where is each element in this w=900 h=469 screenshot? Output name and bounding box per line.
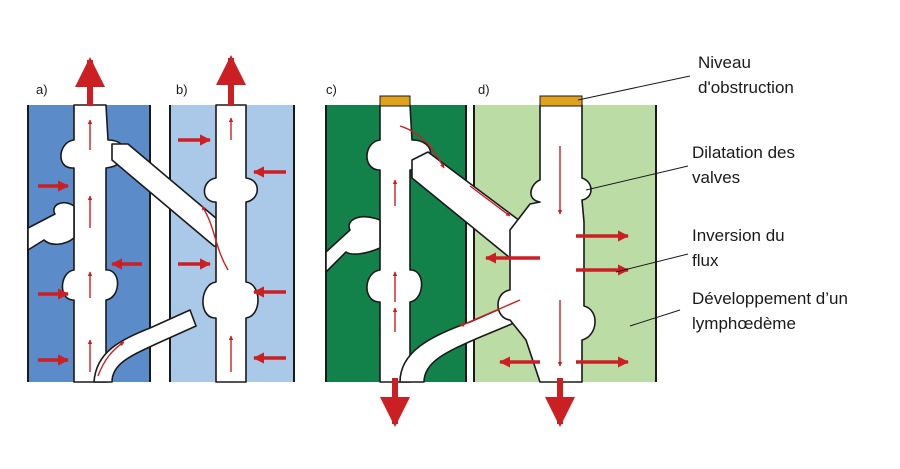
annotation-obstruction-line1: Niveau bbox=[698, 53, 751, 72]
annotation-lymphedema-line2: lymphœdème bbox=[692, 314, 796, 333]
annotation-reflux-line2: flux bbox=[692, 251, 719, 270]
annotation-lymphedema-line1: Développement d’un bbox=[692, 289, 848, 308]
obstruction-bar-c bbox=[380, 96, 410, 106]
obstruction-bar-d bbox=[540, 96, 582, 106]
panel-label-b: b) bbox=[176, 82, 188, 97]
annotation-valves-line1: Dilatation des bbox=[692, 143, 795, 162]
annotation-obstruction-line2: d'obstruction bbox=[698, 78, 794, 97]
panel-label-c: c) bbox=[326, 82, 337, 97]
leader-obstruction bbox=[578, 76, 690, 100]
panel-label-a: a) bbox=[36, 82, 48, 97]
annotation-reflux-line1: Inversion du bbox=[692, 226, 785, 245]
panel-label-d: d) bbox=[478, 82, 490, 97]
annotation-valves-line2: valves bbox=[692, 168, 740, 187]
